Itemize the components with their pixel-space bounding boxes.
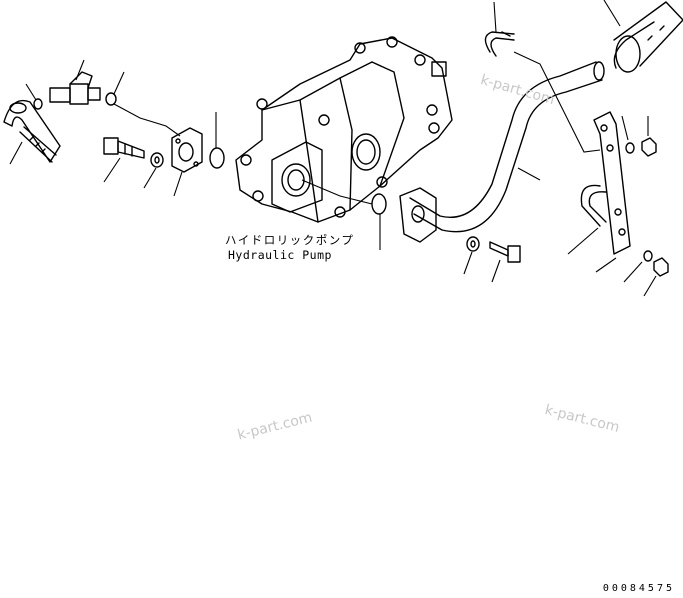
bolt-part-left: [103, 137, 145, 159]
bracket-part: [593, 111, 631, 255]
leader-line: [9, 141, 23, 165]
leader-line: [75, 59, 85, 81]
leader-line: [25, 83, 37, 101]
washer-part-right-top: [625, 142, 635, 154]
o-ring-pump-part: [371, 193, 387, 215]
leader-line: [623, 261, 643, 283]
leader-line: [643, 275, 657, 297]
pump-label-japanese: ハイドロリックポンプ: [225, 233, 355, 247]
leader-line: [113, 103, 181, 137]
leader-line: [567, 227, 599, 255]
u-bolt-part-right: [580, 184, 607, 227]
leader-line: [301, 179, 373, 205]
nut-part-right-bottom: [653, 257, 669, 277]
leader-line: [491, 259, 501, 283]
hose-part-top: [613, 1, 683, 73]
tube-part: [399, 61, 605, 243]
o-ring-part: [105, 92, 117, 106]
bolt-part-bottom: [489, 241, 521, 263]
leader-line: [621, 115, 629, 141]
o-ring-small-part: [33, 98, 43, 110]
nut-part-right-top: [641, 137, 657, 157]
u-bolt-part-top: [484, 31, 515, 57]
leader-line: [113, 71, 125, 95]
hose-elbow-part: [3, 99, 61, 163]
washer-part-right-bottom: [643, 250, 653, 262]
leader-line: [103, 157, 121, 183]
washer-part-bottom: [466, 236, 480, 252]
split-flange-part-left: [171, 127, 203, 173]
leader-line: [595, 257, 617, 273]
hydraulic-pump-part: [235, 36, 453, 223]
washer-part-left: [150, 152, 164, 168]
leader-line: [463, 251, 473, 275]
pump-label-english: Hydraulic Pump: [228, 248, 332, 262]
leader-line: [517, 167, 541, 181]
leader-line: [513, 51, 601, 153]
leader-line: [493, 1, 497, 33]
leader-line: [143, 167, 157, 189]
leader-line: [173, 171, 183, 197]
o-ring-large-part: [209, 147, 225, 169]
document-number: 00084575: [602, 583, 675, 594]
elbow-fitting-part: [49, 71, 101, 105]
leader-line: [603, 0, 621, 27]
